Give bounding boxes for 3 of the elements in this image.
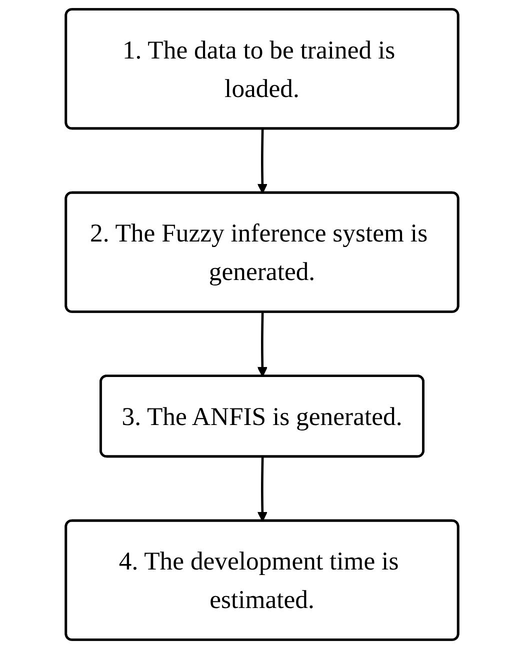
arrow bbox=[257, 312, 268, 377]
arrow bbox=[257, 128, 268, 194]
arrow bbox=[257, 456, 268, 522]
